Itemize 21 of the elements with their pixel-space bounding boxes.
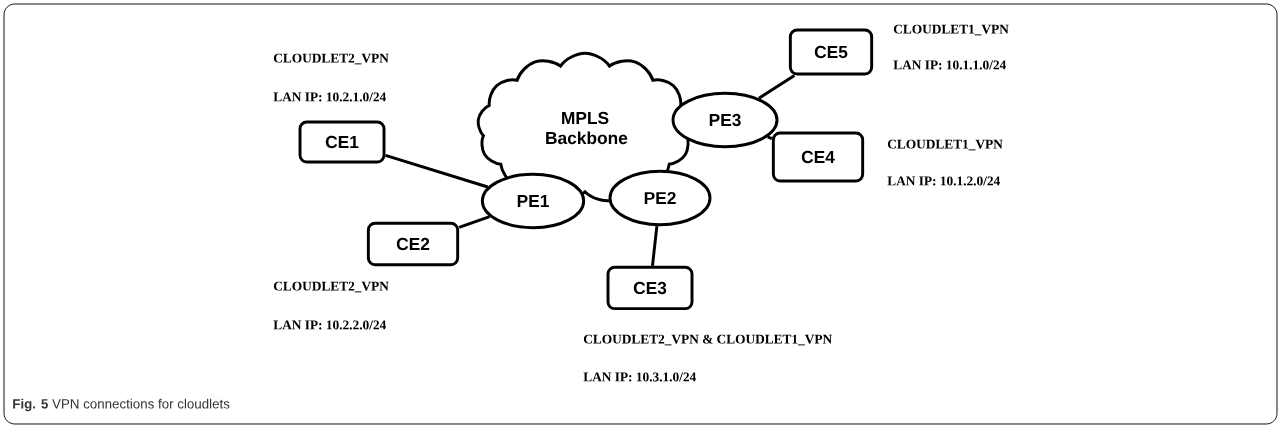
router-box: CE4 [771,131,865,183]
vpn-label: CLOUDLET2_VPN & CLOUDLET1_VPN [583,334,832,346]
vpn-label: LAN IP: 10.2.1.0/24 [273,92,386,102]
connector-line [758,74,796,100]
vpn-label: CLOUDLET1_VPN [887,139,1003,151]
router-box: CE2 [366,221,460,267]
figure-caption: Fig. 5 VPN connections for cloudlets [13,398,230,412]
connector-line [385,154,489,189]
vpn-label: LAN IP: 10.1.1.0/24 [893,60,1006,70]
connector-line [651,225,659,267]
connector-line [767,135,773,140]
router-box: CE5 [788,28,874,76]
vpn-label: LAN IP: 10.1.2.0/24 [887,176,1000,186]
router-box: CE3 [606,265,694,311]
vpn-label: CLOUDLET2_VPN [273,53,389,65]
connector-line [458,215,491,229]
router-box: CE1 [298,120,386,164]
vpn-label: LAN IP: 10.2.2.0/24 [273,320,386,330]
vpn-label: LAN IP: 10.3.1.0/24 [583,372,696,382]
vpn-label: CLOUDLET2_VPN [273,281,389,293]
vpn-label: CLOUDLET1_VPN [893,24,1009,36]
